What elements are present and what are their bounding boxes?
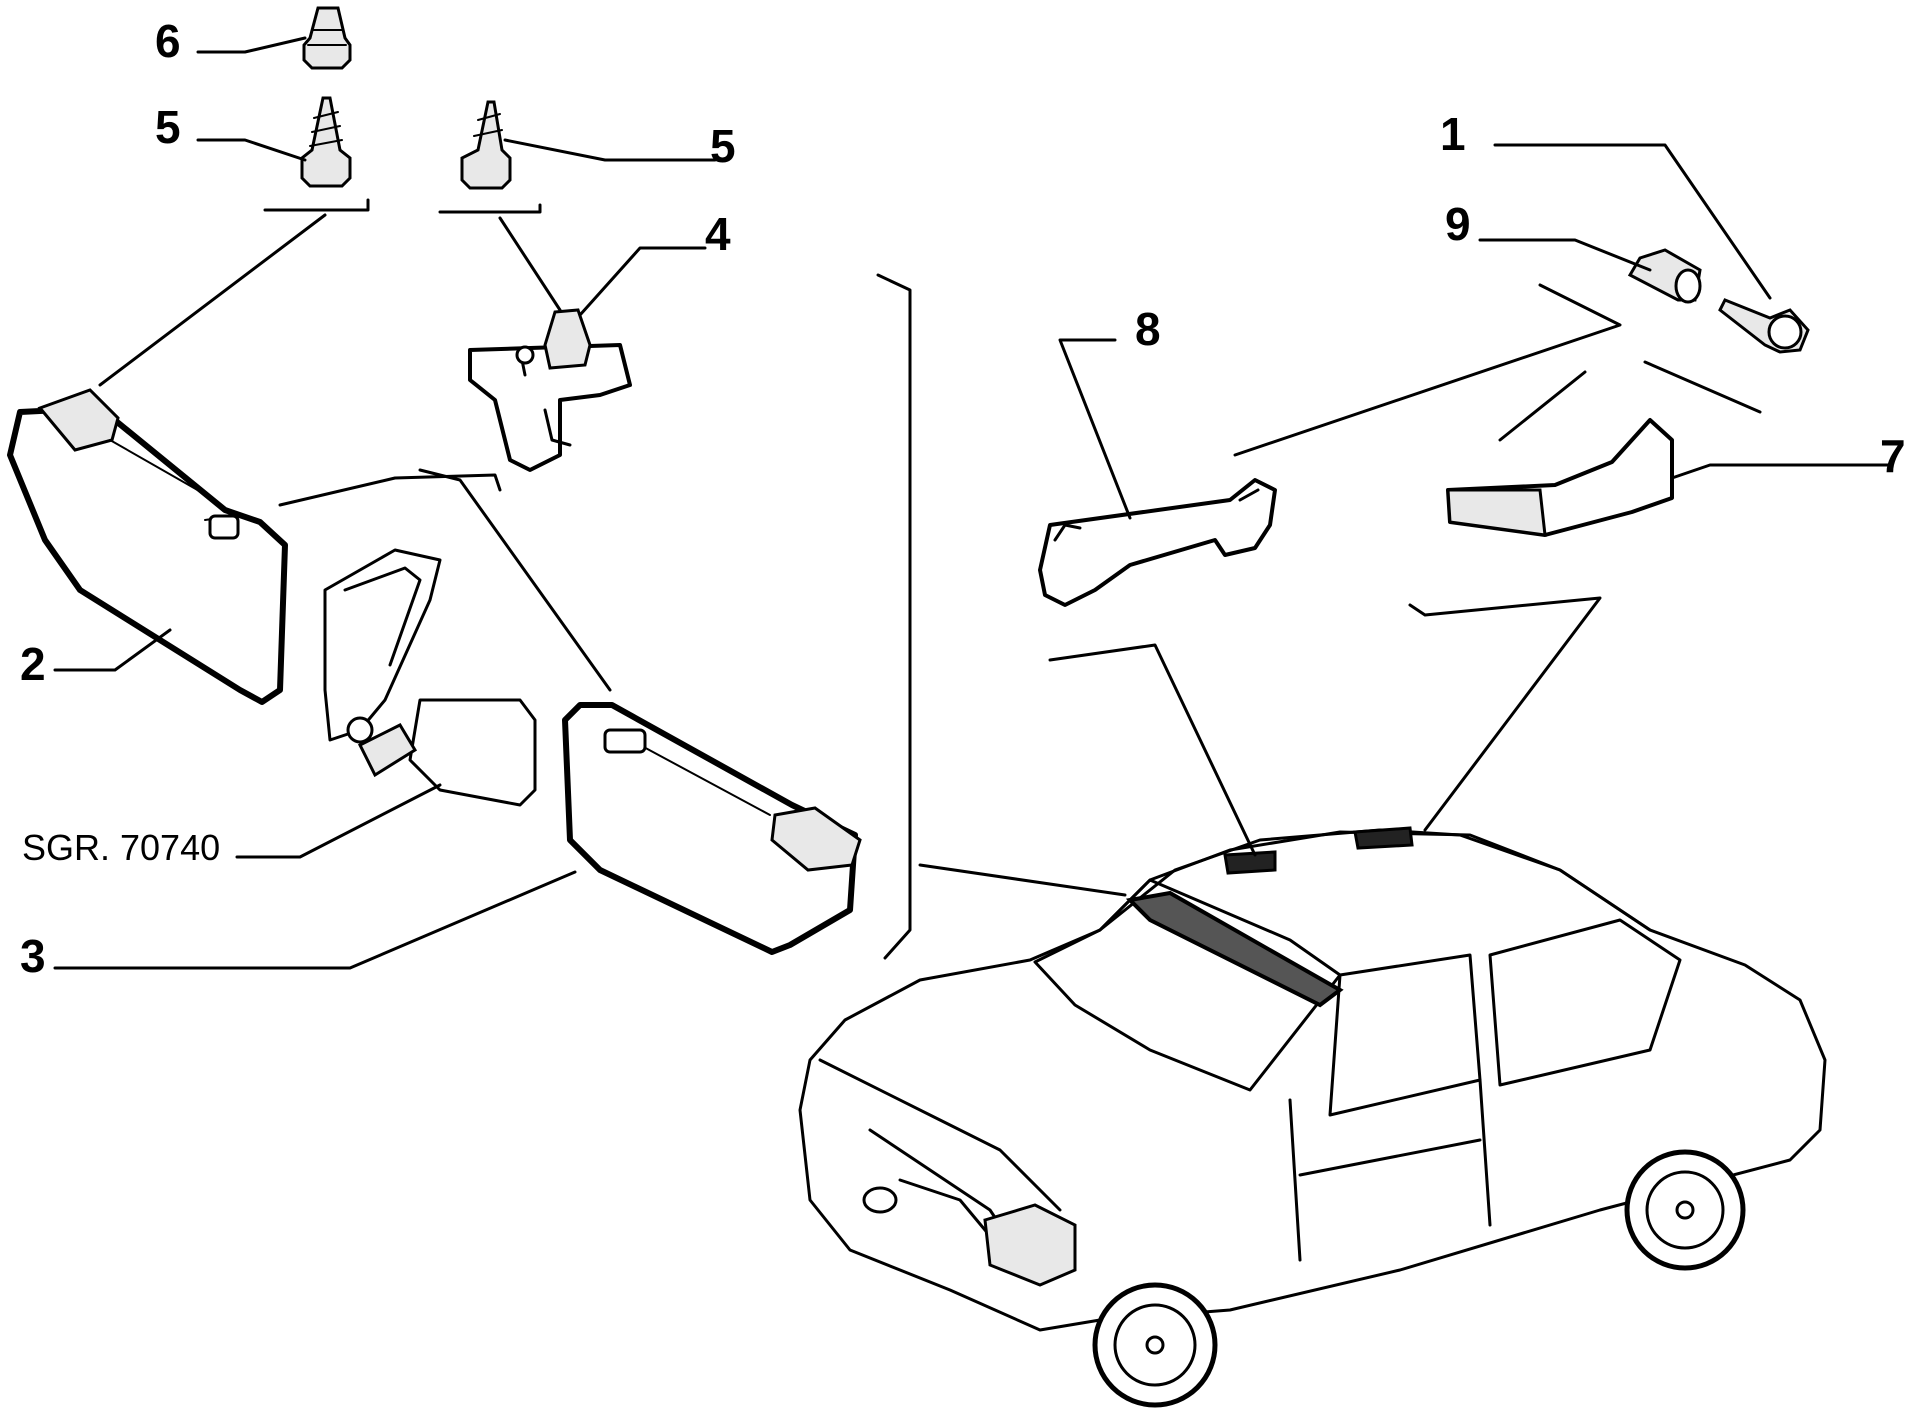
leader-lines	[53, 36, 1892, 970]
callout-3: 3	[20, 930, 46, 982]
reference-label-sgr: SGR. 70740	[22, 827, 220, 868]
screw-part-5-left	[300, 96, 352, 188]
screw-part-1	[1718, 298, 1810, 354]
sun-visor-part-3	[562, 702, 862, 955]
callout-9: 9	[1445, 198, 1471, 250]
bracket-part-4	[468, 308, 632, 472]
screw-part-5-right	[460, 100, 512, 190]
callout-5-left: 5	[155, 101, 181, 153]
callout-8: 8	[1135, 303, 1161, 355]
callout-4: 4	[705, 208, 731, 260]
grab-handle-part-8	[1038, 478, 1277, 607]
callout-1: 1	[1440, 108, 1466, 160]
clip-part-6	[302, 6, 352, 70]
callout-5-right: 5	[710, 120, 736, 172]
cap-part-9	[1627, 248, 1702, 304]
callout-7: 7	[1880, 430, 1906, 482]
car-illustration	[798, 826, 1827, 1408]
sun-visor-part-2	[7, 388, 288, 705]
callout-2: 2	[20, 638, 46, 690]
handle-cover-part-7	[1446, 418, 1674, 537]
callout-6: 6	[155, 15, 181, 67]
rear-view-mirror	[323, 548, 537, 807]
